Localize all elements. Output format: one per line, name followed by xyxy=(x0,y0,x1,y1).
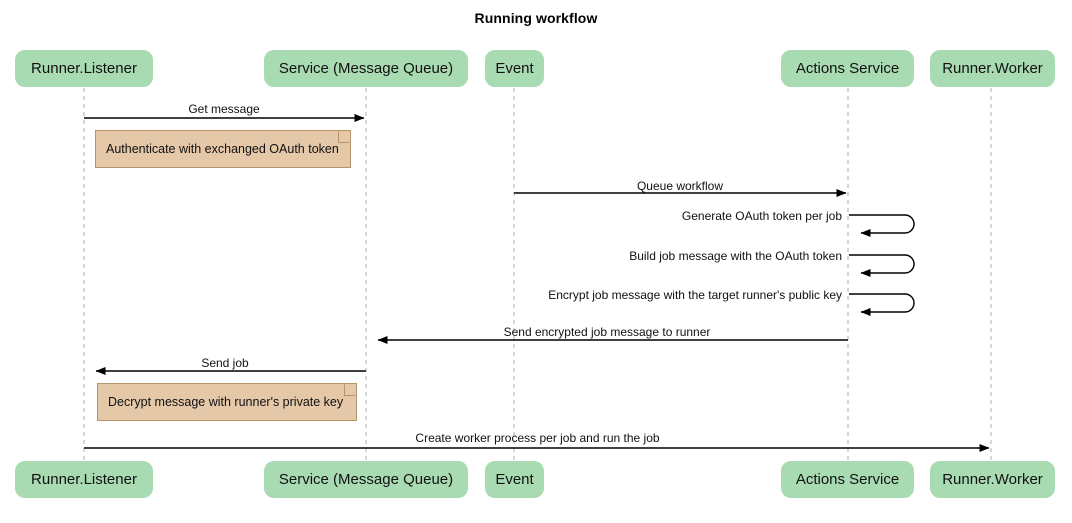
participant-label: Actions Service xyxy=(795,471,900,488)
participant-runner-worker-top[interactable]: Runner.Worker xyxy=(930,50,1055,87)
message-label-get-message: Get message xyxy=(188,102,260,116)
participant-label: Service (Message Queue) xyxy=(278,60,454,77)
participant-label: Service (Message Queue) xyxy=(278,471,454,488)
arrow-build-job-message-with-the-oauth-token xyxy=(849,254,915,277)
message-label-send-encrypted-job-message-to-runner: Send encrypted job message to runner xyxy=(503,325,711,339)
participant-label: Event xyxy=(495,471,534,488)
arrow-encrypt-job-message-with-the-target-runners-public-key xyxy=(849,293,915,316)
page-title: Running workflow xyxy=(474,10,598,26)
participant-label: Runner.Worker xyxy=(942,471,1043,488)
message-label-generate-oauth-token-per-job: Generate OAuth token per job xyxy=(681,209,842,223)
participant-actions-service-top[interactable]: Actions Service xyxy=(781,50,914,87)
participant-actions-service-bottom[interactable]: Actions Service xyxy=(781,461,914,498)
note-decrypt: Decrypt message with runner's private ke… xyxy=(97,383,357,421)
message-label-send-job: Send job xyxy=(201,356,249,370)
participant-event-bottom[interactable]: Event xyxy=(485,461,544,498)
participant-service-message-queue-top[interactable]: Service (Message Queue) xyxy=(264,50,468,87)
message-label-build-job-message-with-the-oauth-token: Build job message with the OAuth token xyxy=(629,249,842,263)
participant-label: Runner.Listener xyxy=(31,60,137,77)
participant-label: Event xyxy=(495,60,534,77)
note-text: Authenticate with exchanged OAuth token xyxy=(106,142,339,156)
participant-event-top[interactable]: Event xyxy=(485,50,544,87)
participant-runner-worker-bottom[interactable]: Runner.Worker xyxy=(930,461,1055,498)
message-label-create-worker-process-per-job-and-run-the-job: Create worker process per job and run th… xyxy=(415,431,660,445)
note-authenticate: Authenticate with exchanged OAuth token xyxy=(95,130,351,168)
note-text: Decrypt message with runner's private ke… xyxy=(108,395,344,409)
participant-runner-listener-top[interactable]: Runner.Listener xyxy=(15,50,153,87)
note-fold-corner-icon xyxy=(338,131,350,143)
participant-label: Runner.Listener xyxy=(31,471,137,488)
participant-service-message-queue-bottom[interactable]: Service (Message Queue) xyxy=(264,461,468,498)
note-fold-corner-icon xyxy=(344,384,356,396)
arrow-generate-oauth-token-per-job xyxy=(849,214,915,237)
message-label-queue-workflow: Queue workflow xyxy=(636,179,724,193)
message-label-encrypt-job-message-with-the-target-runners-public-key: Encrypt job message with the target runn… xyxy=(548,288,842,302)
participant-runner-listener-bottom[interactable]: Runner.Listener xyxy=(15,461,153,498)
participant-label: Runner.Worker xyxy=(942,60,1043,77)
participant-label: Actions Service xyxy=(795,60,900,77)
